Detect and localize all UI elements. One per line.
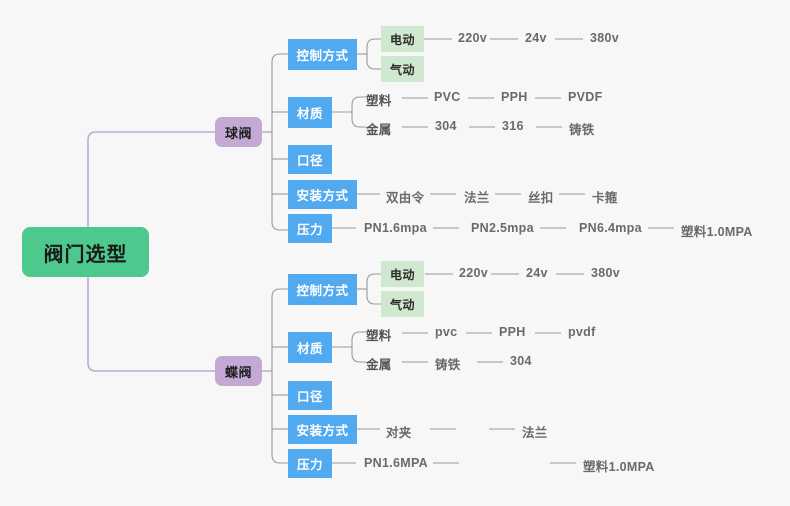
- category-node-ball-material-label: 材质: [296, 107, 323, 121]
- leaf-ball-pressure-pn25[interactable]: PN2.5mpa: [471, 221, 534, 235]
- leaf-ball-plastic-pvdf[interactable]: PVDF: [568, 90, 603, 104]
- category-node-butterfly-caliber-label: 口径: [296, 390, 323, 404]
- subnode-ball-control-electric[interactable]: 电动: [381, 26, 424, 52]
- leaf-butterfly-pressure-plastic10[interactable]: 塑料1.0MPA: [583, 460, 655, 474]
- category-node-butterfly-install-method-label: 安装方式: [296, 424, 349, 438]
- subnode-ball-control-pneumatic-label: 气动: [389, 62, 415, 77]
- leaf-butterfly-plastic-pph[interactable]: PPH: [499, 325, 526, 339]
- subnode-butterfly-control-pneumatic[interactable]: 气动: [381, 291, 424, 317]
- category-node-butterfly-pressure-label: 压力: [296, 458, 323, 472]
- leaf-ball-electric-24v[interactable]: 24v: [525, 31, 547, 45]
- leaf-ball-metal-cast-iron[interactable]: 铸铁: [569, 123, 595, 137]
- subnode-butterfly-control-pneumatic-label: 气动: [389, 297, 415, 312]
- category-node-ball-pressure[interactable]: 压力: [288, 214, 332, 243]
- leaf-butterfly-electric-380v[interactable]: 380v: [591, 266, 621, 280]
- category-node-butterfly-control-method-label: 控制方式: [296, 284, 349, 298]
- subnode-butterfly-control-electric[interactable]: 电动: [381, 261, 424, 287]
- branch-node-ball-valve[interactable]: 球阀: [215, 117, 262, 147]
- leaf-ball-plastic-pvc[interactable]: PVC: [434, 90, 461, 104]
- leaf-butterfly-electric-24v[interactable]: 24v: [526, 266, 548, 280]
- root-node-label: 阀门选型: [43, 243, 128, 266]
- category-node-butterfly-caliber[interactable]: 口径: [288, 381, 332, 410]
- leaf-butterfly-pressure-pn16[interactable]: PN1.6MPA: [364, 456, 428, 470]
- category-node-ball-control-method[interactable]: 控制方式: [288, 39, 357, 70]
- category-node-butterfly-control-method[interactable]: 控制方式: [288, 274, 357, 305]
- branch-node-ball-valve-label: 球阀: [224, 125, 252, 141]
- leaf-ball-electric-220v[interactable]: 220v: [458, 31, 488, 45]
- leaf-butterfly-electric-220v[interactable]: 220v: [459, 266, 489, 280]
- leaf-ball-pressure-pn16[interactable]: PN1.6mpa: [364, 221, 427, 235]
- branch-node-butterfly-valve-label: 蝶阀: [224, 364, 252, 380]
- category-node-butterfly-pressure[interactable]: 压力: [288, 449, 332, 478]
- category-node-ball-caliber[interactable]: 口径: [288, 145, 332, 174]
- leaf-butterfly-plastic-pvc[interactable]: pvc: [435, 325, 458, 339]
- category-node-butterfly-install-method[interactable]: 安装方式: [288, 415, 357, 444]
- subnode-ball-material-plastic[interactable]: 塑料: [366, 94, 392, 108]
- leaf-butterfly-metal-cast-iron[interactable]: 铸铁: [435, 358, 461, 372]
- subnode-ball-material-metal[interactable]: 金属: [366, 123, 392, 137]
- subnode-butterfly-control-electric-label: 电动: [389, 267, 415, 282]
- category-node-ball-install-method-label: 安装方式: [296, 189, 349, 203]
- leaf-ball-metal-304[interactable]: 304: [435, 119, 457, 133]
- category-node-ball-control-method-label: 控制方式: [296, 49, 349, 63]
- subnode-ball-control-electric-label: 电动: [389, 32, 415, 47]
- subnode-ball-control-pneumatic[interactable]: 气动: [381, 56, 424, 82]
- category-node-ball-install-method[interactable]: 安装方式: [288, 180, 357, 209]
- leaf-ball-install-thread[interactable]: 丝扣: [528, 191, 554, 205]
- leaf-ball-install-shuangyouling[interactable]: 双由令: [386, 191, 425, 205]
- subnode-butterfly-material-metal[interactable]: 金属: [366, 358, 392, 372]
- leaf-butterfly-install-flange[interactable]: 法兰: [522, 426, 548, 440]
- branch-node-butterfly-valve[interactable]: 蝶阀: [215, 356, 262, 386]
- root-node[interactable]: 阀门选型: [22, 227, 149, 277]
- category-node-butterfly-material[interactable]: 材质: [288, 332, 332, 363]
- category-node-butterfly-material-label: 材质: [296, 342, 323, 356]
- leaf-butterfly-plastic-pvdf[interactable]: pvdf: [568, 325, 596, 339]
- category-node-ball-material[interactable]: 材质: [288, 97, 332, 128]
- category-node-ball-caliber-label: 口径: [296, 154, 323, 168]
- leaf-butterfly-metal-304[interactable]: 304: [510, 354, 532, 368]
- subnode-butterfly-material-plastic[interactable]: 塑料: [366, 329, 392, 343]
- leaf-butterfly-install-wafer[interactable]: 对夹: [386, 426, 412, 440]
- leaf-ball-metal-316[interactable]: 316: [502, 119, 524, 133]
- leaf-ball-install-flange[interactable]: 法兰: [464, 191, 490, 205]
- category-node-ball-pressure-label: 压力: [296, 223, 323, 237]
- leaf-ball-pressure-plastic10[interactable]: 塑料1.0MPA: [681, 225, 753, 239]
- leaf-ball-plastic-pph[interactable]: PPH: [501, 90, 528, 104]
- leaf-ball-electric-380v[interactable]: 380v: [590, 31, 620, 45]
- leaf-ball-install-clamp[interactable]: 卡箍: [592, 191, 618, 205]
- leaf-ball-pressure-pn64[interactable]: PN6.4mpa: [579, 221, 642, 235]
